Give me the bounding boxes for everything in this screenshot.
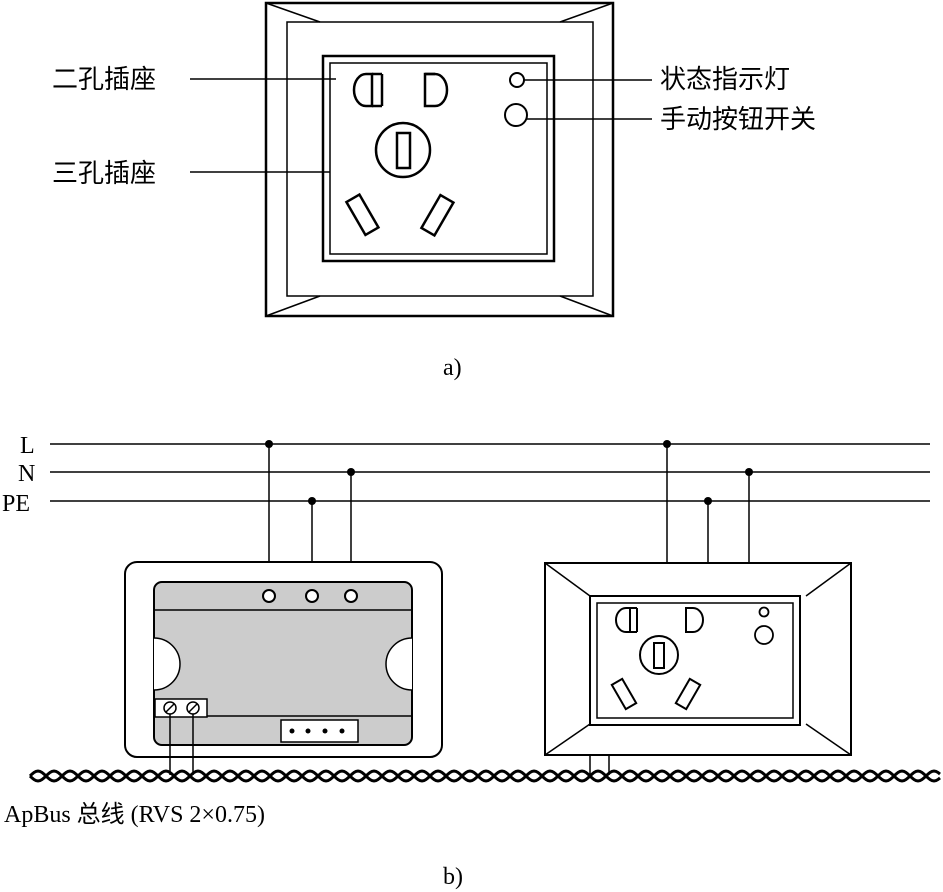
manual-button-a <box>504 103 528 127</box>
indicator-light-a <box>509 72 525 88</box>
label-apbus-cable: ApBus 总线 (RVS 2×0.75) <box>4 801 265 828</box>
figure-b-wiring <box>28 440 941 783</box>
control-module <box>124 561 443 775</box>
label-wire-PE: PE <box>2 491 30 517</box>
three-hole-socket-a <box>344 121 456 238</box>
figure-a-socket-panel <box>190 1 652 318</box>
two-hole-socket-a <box>352 72 449 108</box>
label-two-hole-socket: 二孔插座 <box>52 65 156 95</box>
caption-b: b) <box>443 864 463 890</box>
apbus-twisted-cable <box>28 769 941 783</box>
caption-a: a) <box>443 355 462 381</box>
label-manual-button-switch: 手动按钮开关 <box>660 105 816 135</box>
label-status-indicator: 状态指示灯 <box>660 65 790 95</box>
label-three-hole-socket: 三孔插座 <box>52 159 156 189</box>
label-wire-N: N <box>18 461 35 487</box>
label-wire-L: L <box>20 433 35 459</box>
socket-b <box>544 562 852 775</box>
